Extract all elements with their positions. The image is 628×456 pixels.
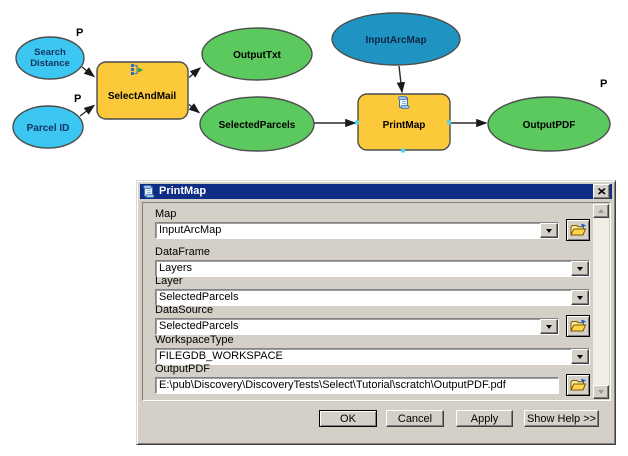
arrow-up-icon	[598, 209, 604, 213]
apply-button[interactable]: Apply	[456, 410, 513, 427]
open-folder-icon	[569, 223, 586, 236]
field-label: Layer	[155, 275, 183, 287]
parameter-flag-output-pdf: P	[600, 78, 607, 90]
node-output-pdf[interactable]	[487, 96, 611, 152]
chevron-down-icon[interactable]	[571, 290, 589, 305]
ok-button[interactable]: OK	[319, 410, 377, 427]
layer-combobox[interactable]: SelectedParcels	[155, 289, 590, 306]
node-output-pdf-label: OutputPDF	[523, 120, 576, 131]
node-output-txt-label: OutputTxt	[233, 50, 281, 61]
field-label: Map	[155, 208, 177, 220]
chevron-down-icon[interactable]	[540, 319, 558, 334]
open-folder-icon	[569, 378, 586, 391]
printmap-dialog: PrintMap Map InputArcMap	[136, 180, 616, 445]
field-label: OutputPDF	[155, 363, 211, 375]
node-parcel-id-label: Parcel ID	[27, 123, 70, 134]
node-parcel-id[interactable]	[12, 105, 84, 149]
model-tool-icon	[131, 64, 144, 75]
chevron-down-icon[interactable]	[571, 261, 589, 276]
workspacetype-combobox[interactable]: FILEGDB_WORKSPACE	[155, 348, 590, 365]
datasource-browse-button[interactable]	[566, 315, 590, 337]
close-icon	[597, 188, 605, 195]
node-select-and-mail-label: SelectAndMail	[108, 91, 177, 102]
datasource-combobox[interactable]: SelectedParcels	[155, 318, 559, 335]
script-tool-icon	[143, 184, 155, 198]
connector-selectandmail-selectedparcels	[188, 103, 201, 114]
connector-selectandmail-outputtxt	[188, 67, 202, 79]
connector-parcelid-selectandmail	[79, 104, 96, 117]
field-label: DataSource	[155, 304, 214, 316]
field-datasource: DataSource SelectedParcels	[155, 304, 590, 337]
dialog-titlebar[interactable]: PrintMap	[140, 184, 612, 199]
chevron-down-icon[interactable]	[571, 349, 589, 364]
node-selected-parcels-label: SelectedParcels	[219, 120, 296, 131]
model-diagram: Search Distance P Parcel ID P SelectAndM…	[12, 12, 611, 153]
outputpdf-browse-button[interactable]	[566, 374, 590, 396]
field-layer: Layer SelectedParcels	[155, 275, 590, 306]
node-output-txt[interactable]	[201, 27, 313, 81]
show-help-button[interactable]: Show Help >>	[524, 410, 599, 427]
parameter-flag-parcel-id: P	[74, 93, 81, 105]
selection-anchors	[355, 120, 451, 153]
field-workspacetype: WorkspaceType FILEGDB_WORKSPACE	[155, 334, 590, 365]
layer-value: SelectedParcels	[159, 291, 239, 303]
field-label: DataFrame	[155, 246, 211, 258]
node-selected-parcels[interactable]	[199, 96, 315, 152]
node-input-arcmap[interactable]	[331, 12, 461, 66]
datasource-value: SelectedParcels	[159, 320, 239, 332]
close-button[interactable]	[593, 184, 610, 199]
node-search-distance[interactable]	[15, 36, 85, 80]
scroll-down-button[interactable]	[593, 385, 609, 399]
field-map: Map InputArcMap	[155, 208, 590, 241]
parameters-panel: Map InputArcMap	[142, 202, 611, 401]
outputpdf-value: E:\pub\Discovery\DiscoveryTests\Select\T…	[159, 379, 506, 391]
field-outputpdf: OutputPDF E:\pub\Discovery\DiscoveryTest…	[155, 363, 590, 396]
open-folder-icon	[569, 319, 586, 332]
chevron-down-icon[interactable]	[540, 223, 558, 238]
workspacetype-value: FILEGDB_WORKSPACE	[159, 350, 283, 362]
map-value: InputArcMap	[159, 224, 222, 236]
connector-inputarcmap-printmap	[396, 65, 406, 94]
connector-searchdistance-selectandmail	[81, 66, 96, 78]
arrow-down-icon	[598, 390, 604, 394]
node-input-arcmap-label: InputArcMap	[365, 35, 426, 46]
cancel-button[interactable]: Cancel	[386, 410, 444, 427]
script-tool-icon	[398, 96, 410, 109]
vertical-scrollbar[interactable]	[593, 204, 609, 399]
node-select-and-mail[interactable]	[96, 61, 189, 120]
map-browse-button[interactable]	[566, 219, 590, 241]
node-print-map-label: PrintMap	[383, 120, 426, 131]
map-combobox[interactable]: InputArcMap	[155, 222, 559, 239]
node-search-distance-label-line1: Search	[34, 47, 66, 58]
dataframe-value: Layers	[159, 262, 193, 274]
node-search-distance-label-line2: Distance	[30, 58, 70, 69]
dataframe-combobox[interactable]: Layers	[155, 260, 590, 277]
parameter-flag-search-distance: P	[76, 27, 83, 39]
field-dataframe: DataFrame Layers	[155, 246, 590, 277]
field-label: WorkspaceType	[155, 334, 234, 346]
connector-arrows	[79, 65, 488, 128]
scroll-up-button[interactable]	[593, 204, 609, 218]
outputpdf-input[interactable]: E:\pub\Discovery\DiscoveryTests\Select\T…	[155, 377, 559, 394]
dialog-title: PrintMap	[159, 185, 207, 197]
